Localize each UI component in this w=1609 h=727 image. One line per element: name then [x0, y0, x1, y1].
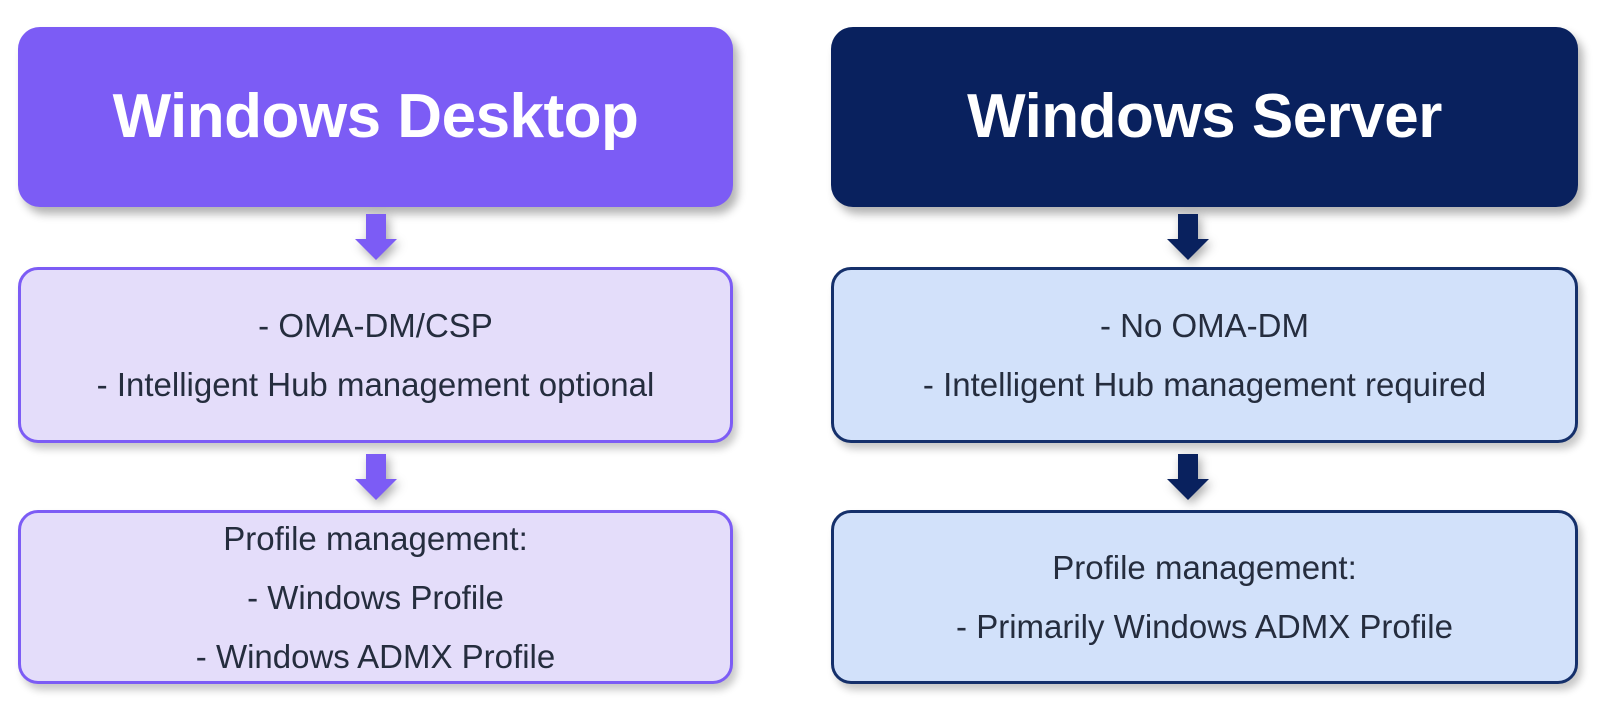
- windows-server-capability-line-1: - No OMA-DM: [1100, 307, 1309, 344]
- windows-server-capability-line-2: - Intelligent Hub management required: [922, 366, 1487, 403]
- windows-desktop-title: Windows Desktop: [112, 82, 639, 152]
- windows-server-title: Windows Server: [967, 82, 1442, 152]
- down-arrow-icon-server-top: [1163, 212, 1213, 262]
- windows-desktop-profile-line-1: Profile management:: [223, 519, 528, 557]
- down-arrow-icon-desktop-bottom: [351, 452, 401, 502]
- windows-server-header-box: Windows Server: [831, 27, 1578, 207]
- windows-server-profiles-box: Profile management: - Primarily Windows …: [831, 510, 1578, 684]
- windows-desktop-header-box: Windows Desktop: [18, 27, 733, 207]
- windows-desktop-capability-line-2: - Intelligent Hub management optional: [96, 366, 655, 403]
- windows-desktop-capability-line-1: - OMA-DM/CSP: [258, 307, 493, 344]
- windows-desktop-capabilities-box: - OMA-DM/CSP - Intelligent Hub managemen…: [18, 267, 733, 443]
- windows-desktop-profile-line-2: - Windows Profile: [247, 578, 504, 616]
- windows-server-capabilities-box: - No OMA-DM - Intelligent Hub management…: [831, 267, 1578, 443]
- windows-desktop-profiles-box: Profile management: - Windows Profile - …: [18, 510, 733, 684]
- down-arrow-icon-desktop-top: [351, 212, 401, 262]
- down-arrow-icon-server-bottom: [1163, 452, 1213, 502]
- windows-server-profile-line-1: Profile management:: [1052, 549, 1357, 586]
- windows-desktop-profile-line-3: - Windows ADMX Profile: [195, 637, 556, 675]
- windows-server-profile-line-2: - Primarily Windows ADMX Profile: [956, 608, 1453, 645]
